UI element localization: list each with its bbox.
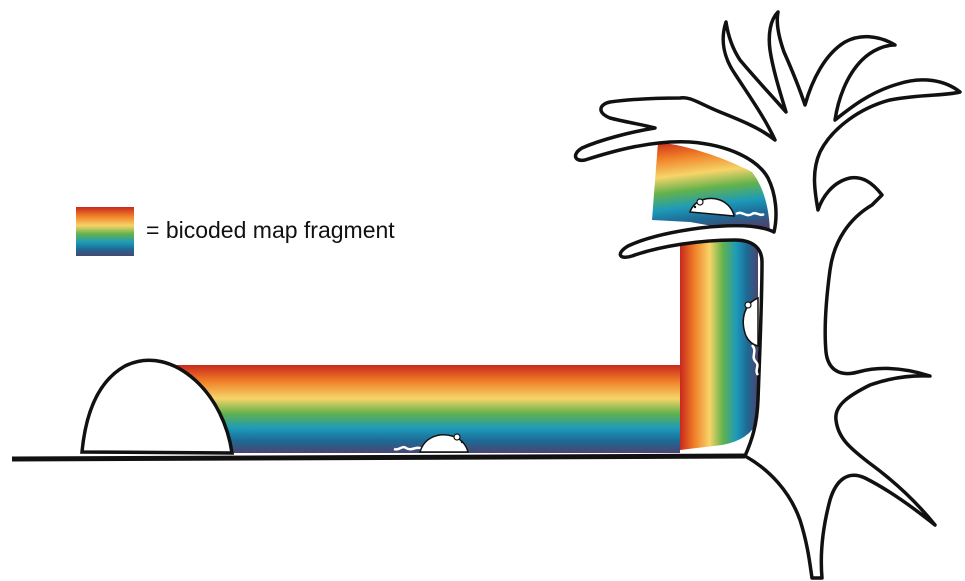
horizontal-map-fragment [160, 365, 680, 453]
legend-swatch [76, 207, 134, 256]
legend: = bicoded map fragment [76, 207, 395, 256]
mouse-ground-eye [461, 441, 463, 443]
mouse-trunk-ear [745, 302, 751, 308]
ground-line [12, 456, 745, 459]
legend-label: = bicoded map fragment [146, 217, 395, 243]
tree [576, 12, 960, 578]
mouse-ground-ear [454, 434, 460, 440]
mouse-branch-ear [697, 199, 703, 205]
mouse-branch-eye [694, 206, 696, 208]
vertical-map-fragment [680, 240, 758, 450]
tree-trunk [576, 12, 960, 578]
